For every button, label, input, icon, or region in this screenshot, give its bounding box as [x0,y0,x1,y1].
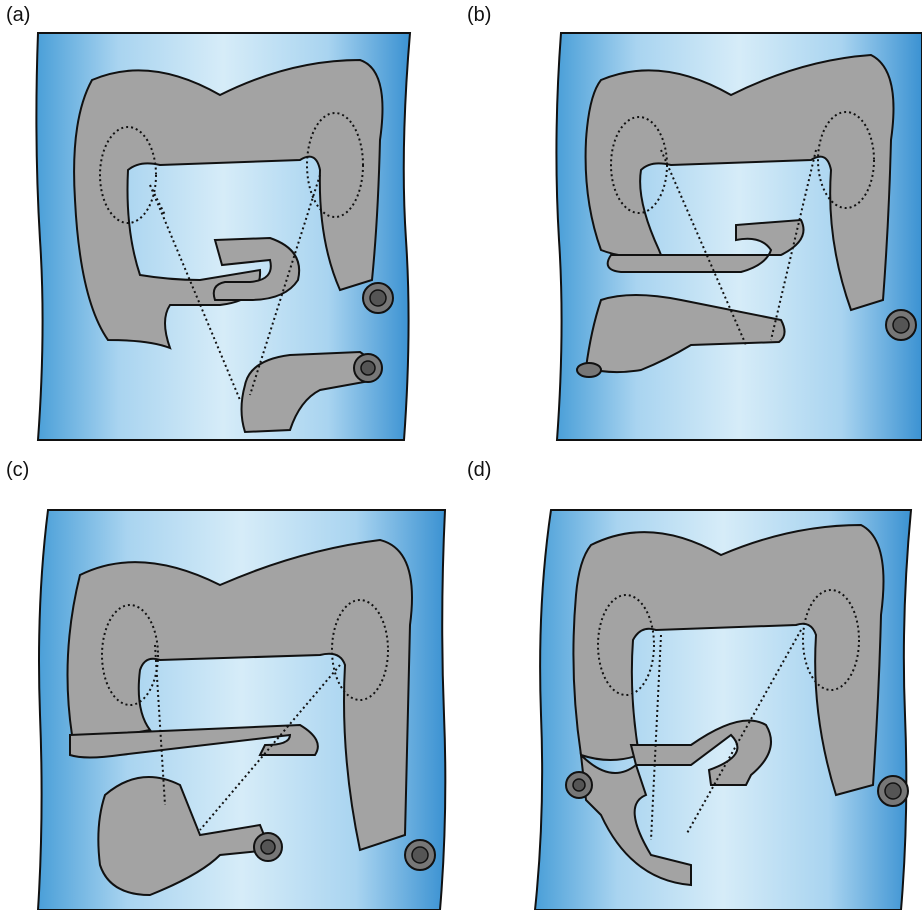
lumen-end-lower-inner [261,840,275,854]
lumen-end-lower [577,363,601,377]
lumen-end-lower-inner [573,779,585,791]
panel-d-illustration [461,455,922,910]
panel-a: (a) [0,0,461,455]
lumen-end-upper-inner [885,783,901,799]
panel-a-illustration [0,0,461,455]
lumen-end-upper-inner [370,290,386,306]
lumen-end-upper-inner [893,317,909,333]
lumen-end-lower-inner [361,361,375,375]
panel-b: (b) [461,0,922,455]
panel-d: (d) [461,455,922,910]
panel-c: (c) [0,455,461,910]
panel-b-illustration [461,0,922,455]
lumen-end-upper-inner [412,847,428,863]
panel-c-illustration [0,455,461,910]
